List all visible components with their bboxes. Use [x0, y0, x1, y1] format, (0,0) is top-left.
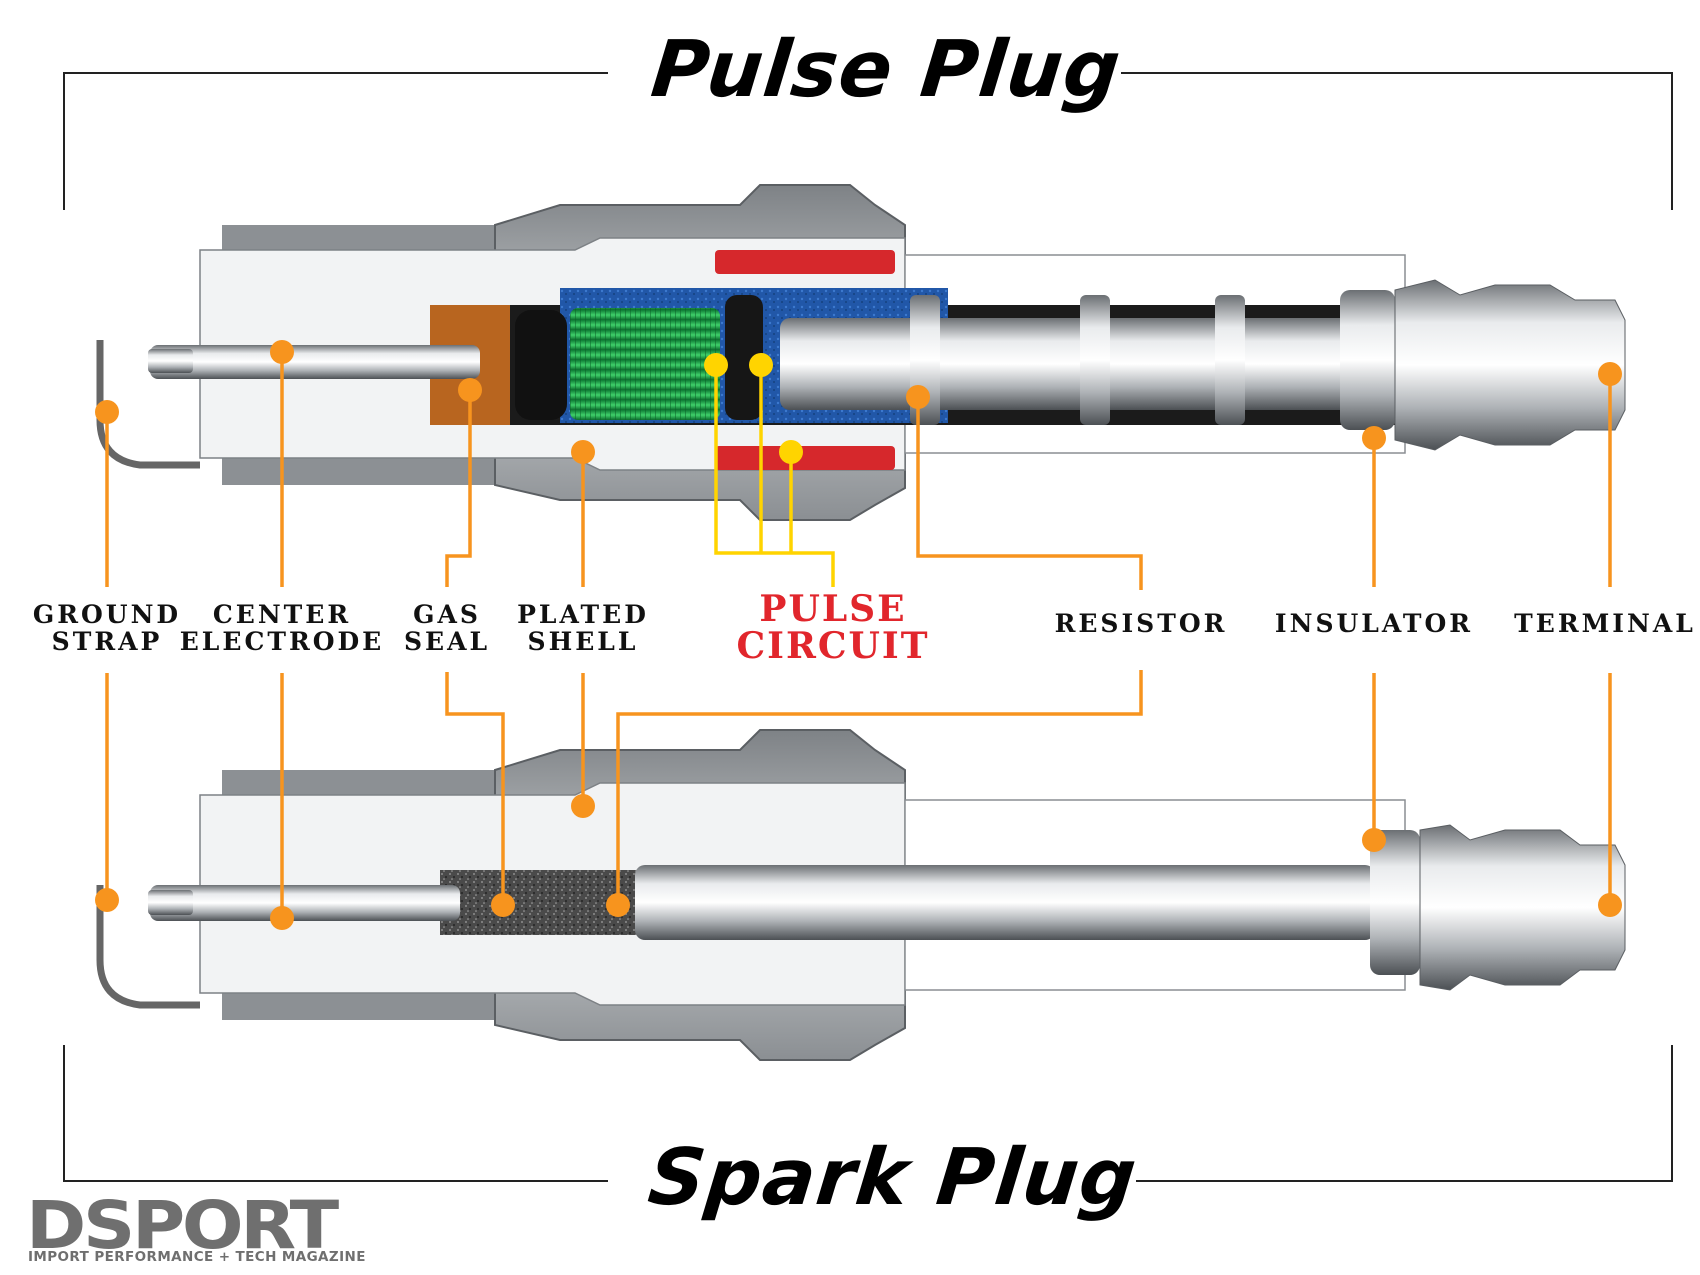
pulse-plug-center-electrode: [150, 345, 480, 379]
pulse-plug: [96, 184, 1626, 521]
pulse-plug-ring-2: [1080, 295, 1110, 425]
label-pulse-circuit-line1: PULSE: [759, 588, 907, 630]
label-terminal: TERMINAL: [1514, 609, 1696, 638]
label-plated-shell-line2: SHELL: [527, 627, 639, 656]
leader-lines: [105, 352, 1612, 918]
dsport-logo: DSPORT IMPORT PERFORMANCE + TECH MAGAZIN…: [26, 1187, 366, 1268]
title-spark-plug: Spark Plug: [644, 1133, 1142, 1223]
spark-plug-stem: [635, 865, 1375, 940]
pulse-plug-ring-4: [1340, 290, 1395, 430]
pulse-plug-electrode-tip: [148, 349, 193, 373]
frame: [63, 72, 1673, 1182]
label-center-electrode: CENTER ELECTRODE: [172, 601, 392, 655]
label-ground-strap-line2: STRAP: [51, 627, 163, 656]
label-ground-strap: GROUND STRAP: [17, 601, 197, 655]
pulse-plug-coil: [570, 308, 720, 420]
label-plated-shell: PLATED SHELL: [503, 601, 663, 655]
dsport-logo-wordmark: DSPORT: [26, 1187, 339, 1264]
dsport-logo-tagline: IMPORT PERFORMANCE + TECH MAGAZINE: [28, 1249, 366, 1265]
pulse-plug-small-bead: [725, 295, 763, 420]
label-gas-seal: GAS SEAL: [397, 601, 497, 655]
leader-dots: [95, 340, 1622, 930]
spark-plug-center-electrode: [150, 885, 460, 921]
pulse-circuit-dots: [704, 353, 803, 464]
spark-plug-electrode-tip: [148, 890, 193, 915]
label-ground-strap-line1: GROUND: [32, 600, 182, 629]
pulse-plug-black-bead: [515, 310, 567, 420]
label-center-electrode-line1: CENTER: [212, 600, 352, 629]
pulse-plug-capacitor-bottom: [715, 446, 895, 470]
pulse-circuit-leaders: [714, 365, 835, 587]
label-center-electrode-line2: ELECTRODE: [179, 627, 385, 656]
spark-plug-ground-strap: [96, 885, 200, 1009]
label-pulse-circuit: PULSE CIRCUIT: [718, 591, 948, 665]
label-plated-shell-line1: PLATED: [517, 600, 649, 629]
spark-plug: [96, 729, 1626, 1061]
label-resistor: RESISTOR: [1054, 609, 1228, 638]
label-insulator: INSULATOR: [1274, 609, 1474, 638]
label-pulse-circuit-line2: CIRCUIT: [736, 625, 930, 667]
label-gas-seal-line1: GAS: [413, 600, 481, 629]
pulse-plug-terminal: [1394, 279, 1626, 451]
title-pulse-plug: Pulse Plug: [647, 25, 1126, 115]
label-gas-seal-line2: SEAL: [403, 627, 491, 656]
pulse-plug-capacitor-top: [715, 250, 895, 274]
spark-plug-ring: [1370, 830, 1420, 975]
spark-plug-terminal: [1419, 824, 1626, 991]
pulse-plug-ring-3: [1215, 295, 1245, 425]
